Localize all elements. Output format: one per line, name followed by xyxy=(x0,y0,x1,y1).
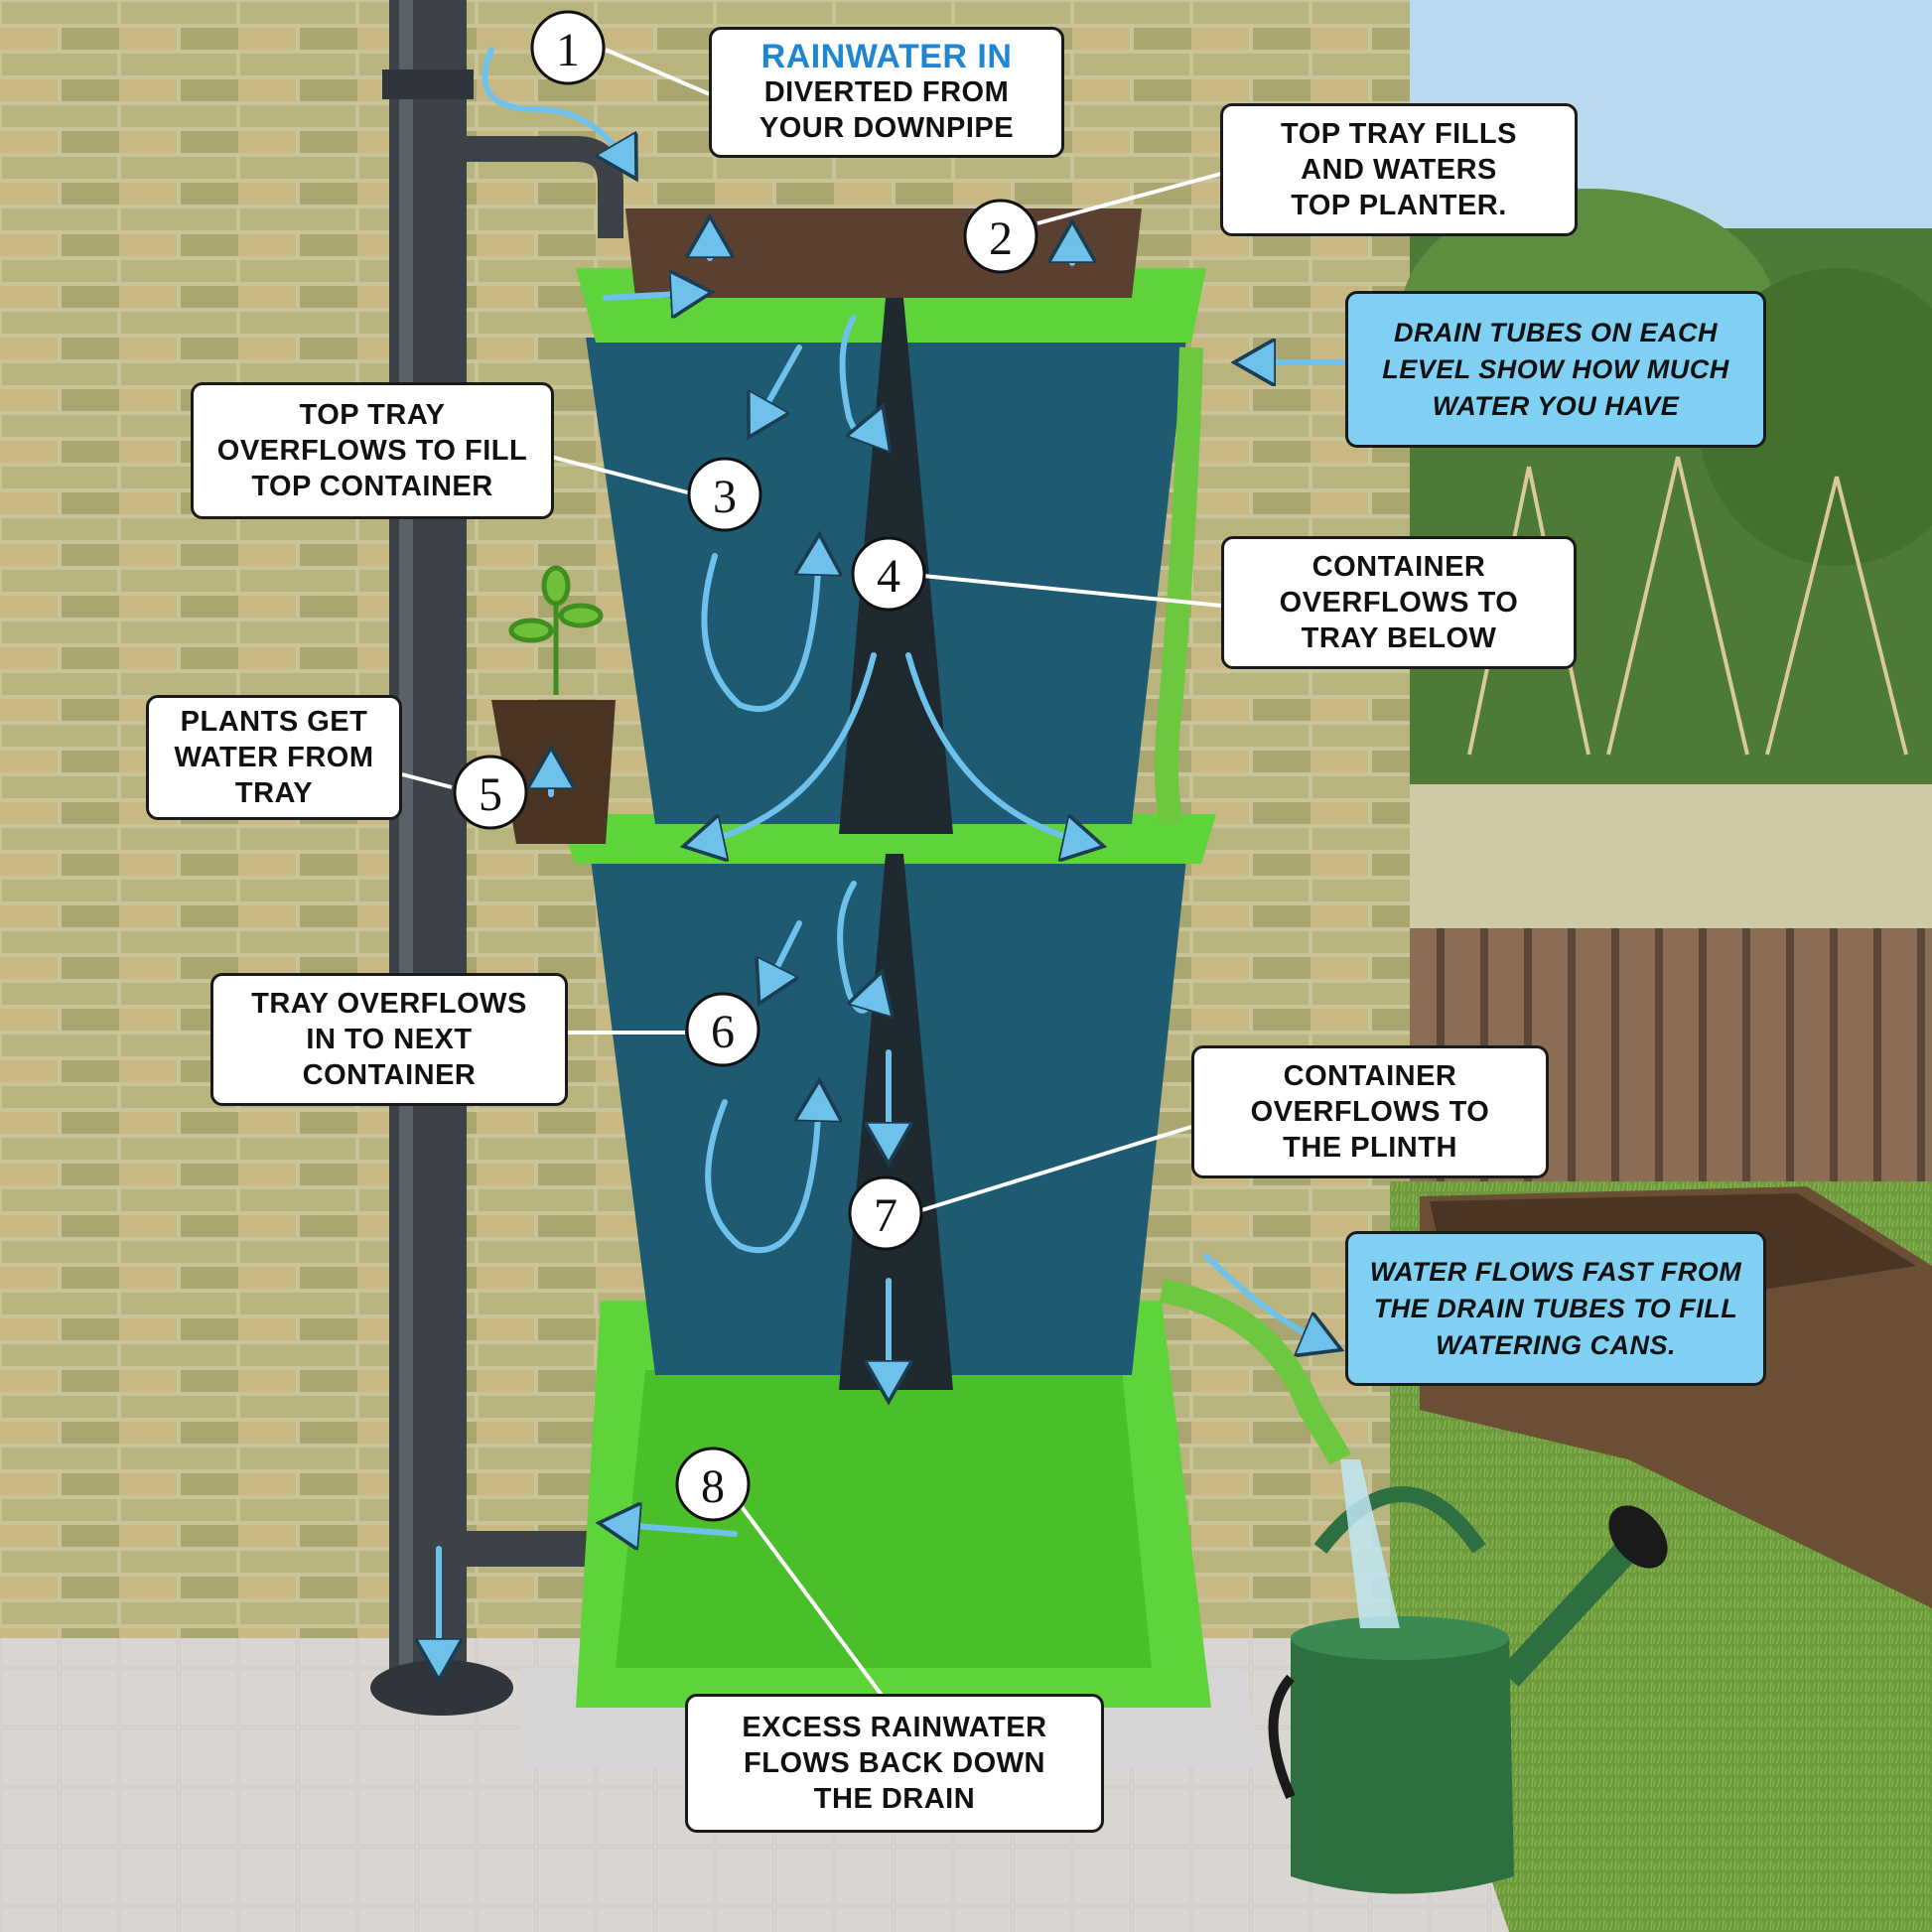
step-number-label: 7 xyxy=(874,1189,897,1242)
drain-tube-upper xyxy=(1155,346,1203,827)
callout-container-overflows-plinth: CONTAINER OVERFLOWS TO THE PLINTH xyxy=(1191,1045,1549,1178)
flow-arrow-column-top xyxy=(839,315,879,437)
drain-tube-lower xyxy=(1159,1279,1351,1465)
callout-heading: RAINWATER IN xyxy=(760,38,1013,75)
step-number-label: 6 xyxy=(711,1006,735,1058)
step-number-label: 4 xyxy=(877,550,900,603)
flow-arrow-swirl-2 xyxy=(705,1092,819,1254)
step-number-label: 3 xyxy=(713,471,737,523)
callout-line: WATER FROM xyxy=(174,742,374,773)
callout-line: OVERFLOWS TO FILL xyxy=(216,435,528,467)
callout-line: CONTAINER xyxy=(302,1059,477,1091)
downpipe-highlight xyxy=(399,0,413,1678)
flow-arrows xyxy=(439,47,1348,1668)
flow-arrow-swirl-1 xyxy=(701,546,819,713)
callout-top-tray-fills: TOP TRAY FILLS AND WATERS TOP PLANTER. xyxy=(1220,103,1578,236)
flow-arrow-rain-in xyxy=(482,47,630,169)
callout-line: TOP CONTAINER xyxy=(251,471,493,502)
downpipe-collar xyxy=(382,69,474,99)
callout-line: PLANTS GET xyxy=(180,706,368,738)
callout-plants-get-water: PLANTS GET WATER FROM TRAY xyxy=(146,695,402,820)
callout-line: TRAY BELOW xyxy=(1301,622,1497,654)
callout-top-tray-overflows: TOP TRAY OVERFLOWS TO FILL TOP CONTAINER xyxy=(191,382,554,519)
step-number-4: 4 xyxy=(851,536,926,612)
callout-water-flows-fast: WATER FLOWS FAST FROM THE DRAIN TUBES TO… xyxy=(1345,1231,1766,1386)
callout-line: LEVEL SHOW HOW MUCH xyxy=(1382,353,1729,384)
flow-arrow-watering-can xyxy=(1203,1253,1330,1345)
step-number-8: 8 xyxy=(675,1447,751,1522)
callout-line: OVERFLOWS TO xyxy=(1250,1096,1490,1128)
callout-line: WATER YOU HAVE xyxy=(1432,390,1680,421)
callout-line: TOP PLANTER. xyxy=(1291,190,1507,221)
callout-drain-tubes: DRAIN TUBES ON EACH LEVEL SHOW HOW MUCH … xyxy=(1345,291,1766,448)
step-number-7: 7 xyxy=(848,1175,923,1251)
callout-line: EXCESS RAINWATER xyxy=(742,1712,1047,1743)
seedling xyxy=(508,565,604,695)
flow-arrow-column-mid xyxy=(837,881,879,1011)
callout-line: DRAIN TUBES ON EACH xyxy=(1393,317,1718,347)
flow-arrow-return xyxy=(611,1524,738,1534)
callout-line: THE DRAIN TUBES TO FILL xyxy=(1373,1293,1738,1323)
callout-line: TRAY xyxy=(234,777,314,809)
callout-line: DIVERTED FROM xyxy=(763,76,1010,108)
step-number-2: 2 xyxy=(963,199,1038,274)
downpipe-shoe xyxy=(370,1660,513,1716)
watering-can xyxy=(1268,1486,1668,1894)
callout-line: OVERFLOWS TO xyxy=(1279,587,1519,619)
callout-rainwater-in: RAINWATER IN DIVERTED FROM YOUR DOWNPIPE xyxy=(709,27,1064,158)
callout-line: TOP TRAY FILLS xyxy=(1281,118,1517,150)
step-number-label: 5 xyxy=(479,768,502,821)
flow-arrow-overflow-top xyxy=(755,345,802,427)
callout-line: WATERING CANS. xyxy=(1436,1329,1676,1360)
step-number-1: 1 xyxy=(530,10,606,85)
step-number-label: 2 xyxy=(989,212,1013,265)
callout-line: THE PLINTH xyxy=(1283,1132,1457,1164)
callout-line: YOUR DOWNPIPE xyxy=(759,112,1015,144)
step-number-label: 1 xyxy=(556,24,580,76)
step-number-label: 8 xyxy=(701,1460,725,1513)
callout-line: THE DRAIN xyxy=(813,1783,976,1815)
flow-arrow-overflow-mid xyxy=(764,920,802,993)
top-planter-soil xyxy=(625,208,1142,298)
callout-line: FLOWS BACK DOWN xyxy=(744,1747,1045,1779)
callout-line: WATER FLOWS FAST FROM xyxy=(1369,1256,1742,1287)
step-number-3: 3 xyxy=(687,457,762,532)
callout-line: TRAY OVERFLOWS xyxy=(251,988,527,1020)
flow-arrow-tray-fill xyxy=(603,293,700,298)
callout-container-overflows-tray: CONTAINER OVERFLOWS TO TRAY BELOW xyxy=(1221,536,1577,669)
callout-line: TOP TRAY xyxy=(299,399,446,431)
callout-line: IN TO NEXT xyxy=(306,1024,473,1055)
flow-arrow-split-right xyxy=(905,652,1092,844)
step-number-6: 6 xyxy=(685,992,760,1067)
leader-lines xyxy=(401,48,1222,1700)
callout-line: CONTAINER xyxy=(1283,1060,1457,1092)
callout-line: CONTAINER xyxy=(1311,551,1486,583)
callout-excess-rainwater: EXCESS RAINWATER FLOWS BACK DOWN THE DRA… xyxy=(685,1694,1104,1833)
water-stream xyxy=(1340,1459,1400,1628)
step-number-5: 5 xyxy=(453,755,528,830)
callout-tray-overflows: TRAY OVERFLOWS IN TO NEXT CONTAINER xyxy=(210,973,568,1106)
callout-line: AND WATERS xyxy=(1301,154,1497,186)
flow-arrow-split-left xyxy=(695,652,877,844)
plinth-inner xyxy=(616,1370,1152,1668)
